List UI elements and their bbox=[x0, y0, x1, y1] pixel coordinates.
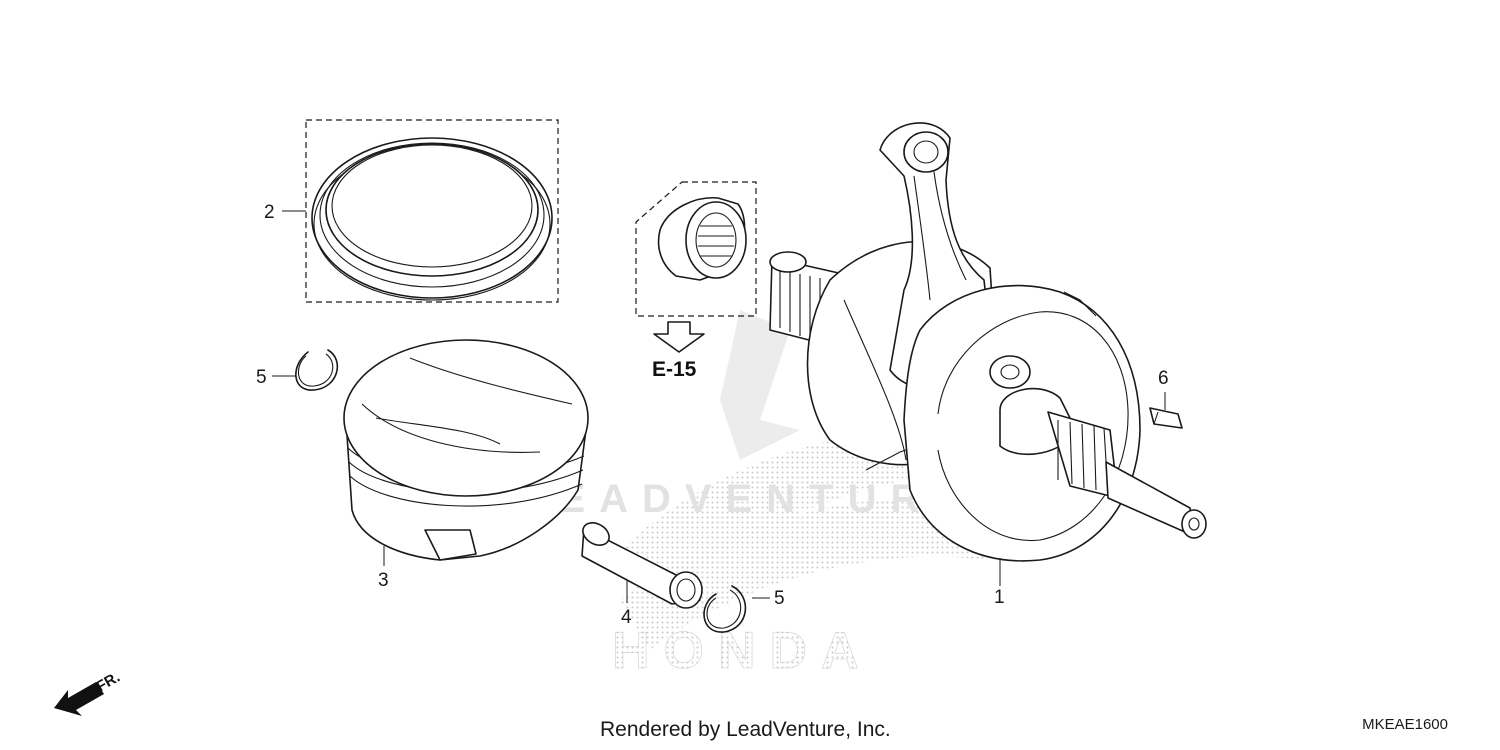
callout-5-upper: 5 bbox=[256, 367, 267, 388]
crankshaft-part bbox=[769, 122, 1207, 562]
watermark: LEADVENTURE HONDA bbox=[520, 310, 1000, 680]
front-direction-arrow-icon bbox=[54, 682, 104, 716]
diagram-code: MKEAE1600 bbox=[1362, 716, 1448, 733]
reference-label-e15: E-15 bbox=[652, 358, 697, 381]
callout-leaders bbox=[272, 210, 1166, 603]
callout-3: 3 bbox=[378, 570, 389, 591]
callout-1: 1 bbox=[994, 587, 1005, 608]
footer-credit: Rendered by LeadVenture, Inc. bbox=[600, 718, 891, 741]
piston-ring-set-part bbox=[305, 119, 559, 303]
piston-pin-part bbox=[581, 522, 703, 609]
bearing-reference-part bbox=[635, 181, 757, 317]
reference-arrow-icon bbox=[653, 321, 705, 353]
piston-pin-clip-part-upper bbox=[295, 349, 339, 391]
callout-6: 6 bbox=[1158, 368, 1169, 389]
callout-4: 4 bbox=[621, 607, 632, 628]
honda-watermark-text: HONDA bbox=[612, 622, 873, 680]
callout-5-lower: 5 bbox=[774, 588, 785, 609]
crank-key-part bbox=[1149, 407, 1183, 429]
piston-pin-clip-part-lower bbox=[703, 585, 747, 633]
piston-part bbox=[343, 339, 589, 561]
leadventure-watermark-text: LEADVENTURE bbox=[520, 477, 974, 521]
callout-2: 2 bbox=[264, 202, 275, 223]
